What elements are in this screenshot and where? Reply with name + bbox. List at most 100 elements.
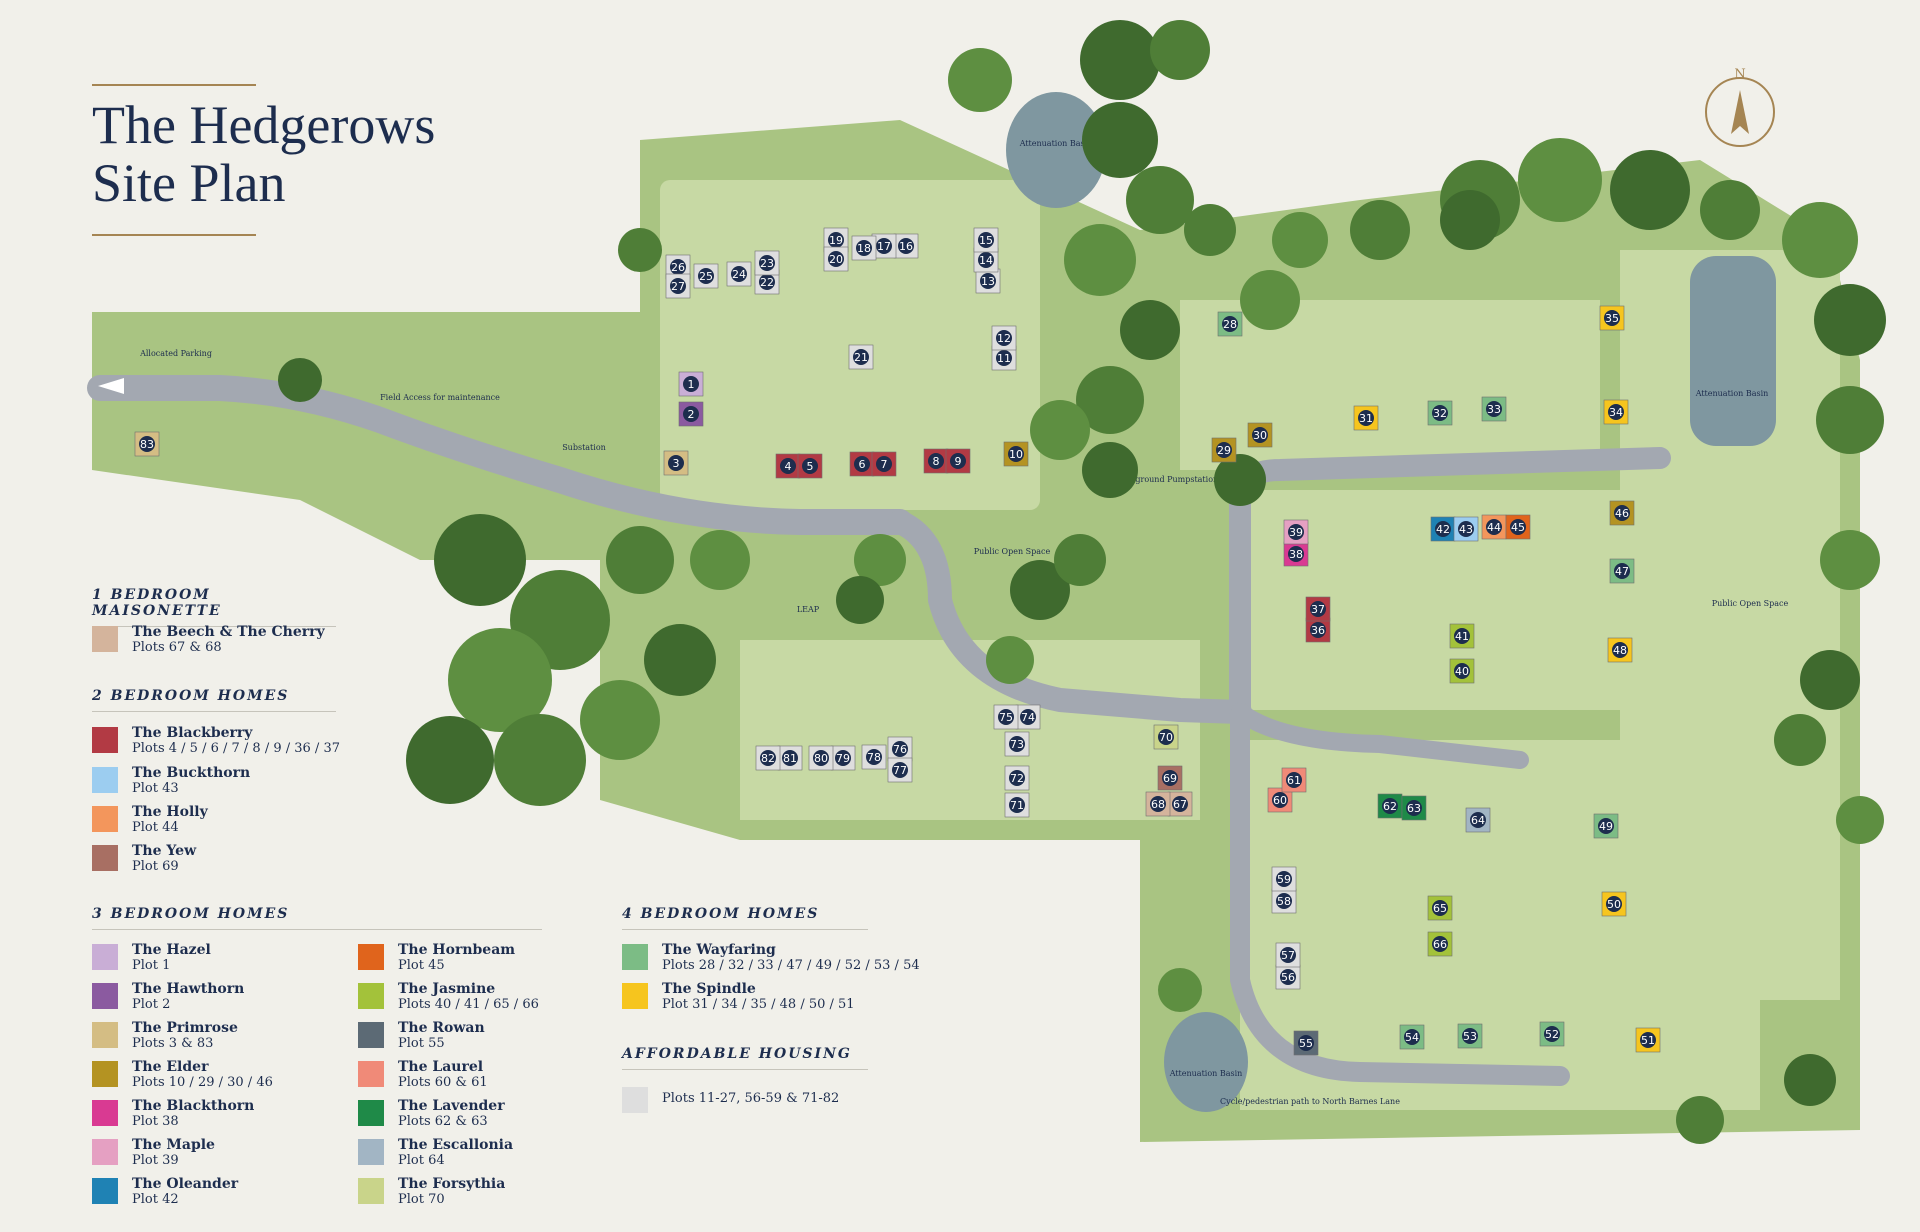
plot-number: 44 [1487, 521, 1501, 534]
tree-icon [1214, 454, 1266, 506]
plot-number: 20 [829, 253, 843, 266]
legend-heading-affordable: AFFORDABLE HOUSING [622, 1046, 868, 1070]
plot-number: 53 [1463, 1030, 1477, 1043]
plot-number: 51 [1641, 1034, 1655, 1047]
plot-number: 79 [836, 752, 850, 765]
map-label-pumpstation: Underground Pumpstation [1110, 475, 1218, 484]
plot-number: 21 [854, 351, 868, 364]
plot-number: 46 [1615, 507, 1629, 520]
plot-marker: 30 [1247, 422, 1273, 448]
legend-item-affordable: Plots 11-27, 56-59 & 71-82 [622, 1085, 839, 1113]
plot-number: 80 [814, 752, 828, 765]
legend-heading-2-bed: 2 BEDROOM HOMES [92, 688, 336, 712]
plot-number: 74 [1021, 711, 1035, 724]
plot-number: 41 [1455, 630, 1469, 643]
tree-icon [1150, 20, 1210, 80]
plot-number: 70 [1159, 731, 1173, 744]
plot-marker: 36 [1305, 617, 1331, 643]
tree-icon [1064, 224, 1136, 296]
plot-number: 62 [1383, 800, 1397, 813]
legend-swatch [358, 944, 384, 970]
tree-icon [1676, 1096, 1724, 1144]
plot-marker: 3 [663, 450, 689, 476]
plot-number: 6 [859, 458, 866, 471]
tree-icon [1076, 366, 1144, 434]
legend-swatch [92, 1139, 118, 1165]
plot-marker: 59 [1271, 866, 1297, 892]
plot-number: 38 [1289, 548, 1303, 561]
legend-heading-3-bed: 3 BEDROOM HOMES [92, 906, 542, 930]
legend-swatch [92, 845, 118, 871]
plot-number: 60 [1273, 794, 1287, 807]
map-label-basin-north: Attenuation Basin [1019, 139, 1093, 148]
tree-icon [1030, 400, 1090, 460]
plot-number: 10 [1009, 448, 1023, 461]
tree-icon [948, 48, 1012, 112]
tree-icon [1800, 650, 1860, 710]
plot-number: 14 [979, 254, 993, 267]
plot-number: 18 [857, 242, 871, 255]
legend-swatch [92, 1178, 118, 1204]
plot-marker: 29 [1211, 437, 1237, 463]
plot-marker: 20 [823, 246, 849, 272]
tree-icon [494, 714, 586, 806]
plot-number: 26 [671, 261, 685, 274]
plot-number: 12 [997, 332, 1011, 345]
plot-number: 37 [1311, 603, 1325, 616]
plot-marker: 79 [830, 745, 856, 771]
plot-number: 82 [761, 752, 775, 765]
plot-number: 17 [877, 240, 891, 253]
plot-marker: 46 [1609, 500, 1635, 526]
plot-marker: 19 [823, 227, 849, 253]
map-label-leap: LEAP [797, 605, 820, 614]
tree-icon [1010, 560, 1070, 620]
plot-number: 78 [867, 751, 881, 764]
plot-number: 11 [997, 352, 1011, 365]
tree-icon [1782, 202, 1858, 278]
plot-marker: 81 [777, 745, 803, 771]
map-label-substation: Substation [562, 443, 606, 452]
attenuation-basin-east [1690, 256, 1776, 446]
plot-marker: 50 [1601, 891, 1627, 917]
plot-marker: 32 [1427, 400, 1453, 426]
title-rule-top [92, 84, 256, 86]
legend-swatch [92, 1061, 118, 1087]
plot-marker: 44 [1481, 514, 1507, 540]
map-label-parking: Allocated Parking [139, 349, 212, 358]
plot-marker: 70 [1153, 724, 1179, 750]
plot-marker: 39 [1283, 519, 1309, 545]
plot-number: 69 [1163, 772, 1177, 785]
plot-marker: 54 [1399, 1024, 1425, 1050]
plot-number: 81 [783, 752, 797, 765]
attenuation-basin-south [1164, 1012, 1248, 1112]
plot-number: 7 [881, 458, 888, 471]
plot-marker: 57 [1275, 942, 1301, 968]
map-label-open-space-1: Public Open Space [974, 547, 1051, 556]
plot-number: 75 [999, 711, 1013, 724]
plot-number: 35 [1605, 312, 1619, 325]
plot-number: 47 [1615, 565, 1629, 578]
plot-number: 23 [760, 257, 774, 270]
plot-marker: 67 [1167, 791, 1193, 817]
tree-icon [1054, 534, 1106, 586]
plot-marker: 23 [754, 250, 780, 276]
plot-marker: 76 [887, 736, 913, 762]
plot-marker: 25 [693, 263, 719, 289]
plot-marker: 31 [1353, 405, 1379, 431]
plot-number: 13 [981, 275, 995, 288]
tree-icon [1784, 1054, 1836, 1106]
tree-icon [1184, 204, 1236, 256]
plot-marker: 18 [851, 235, 877, 261]
plot-number: 65 [1433, 902, 1447, 915]
map-label-open-space-2: Public Open Space [1712, 599, 1789, 608]
tree-icon [1440, 190, 1500, 250]
legend-swatch [92, 983, 118, 1009]
plot-number: 73 [1010, 738, 1024, 751]
